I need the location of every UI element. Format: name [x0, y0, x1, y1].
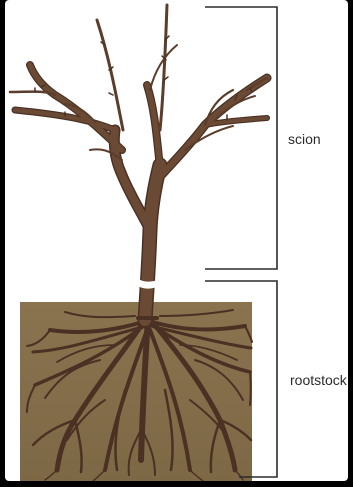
tree-trunk-and-branches — [10, 5, 267, 320]
rootstock-label: rootstock — [290, 372, 347, 388]
scion-bracket — [205, 7, 277, 269]
diagram-panel: scion rootstock — [5, 0, 348, 481]
scion-label: scion — [288, 131, 321, 147]
grafted-tree-illustration — [5, 0, 348, 481]
